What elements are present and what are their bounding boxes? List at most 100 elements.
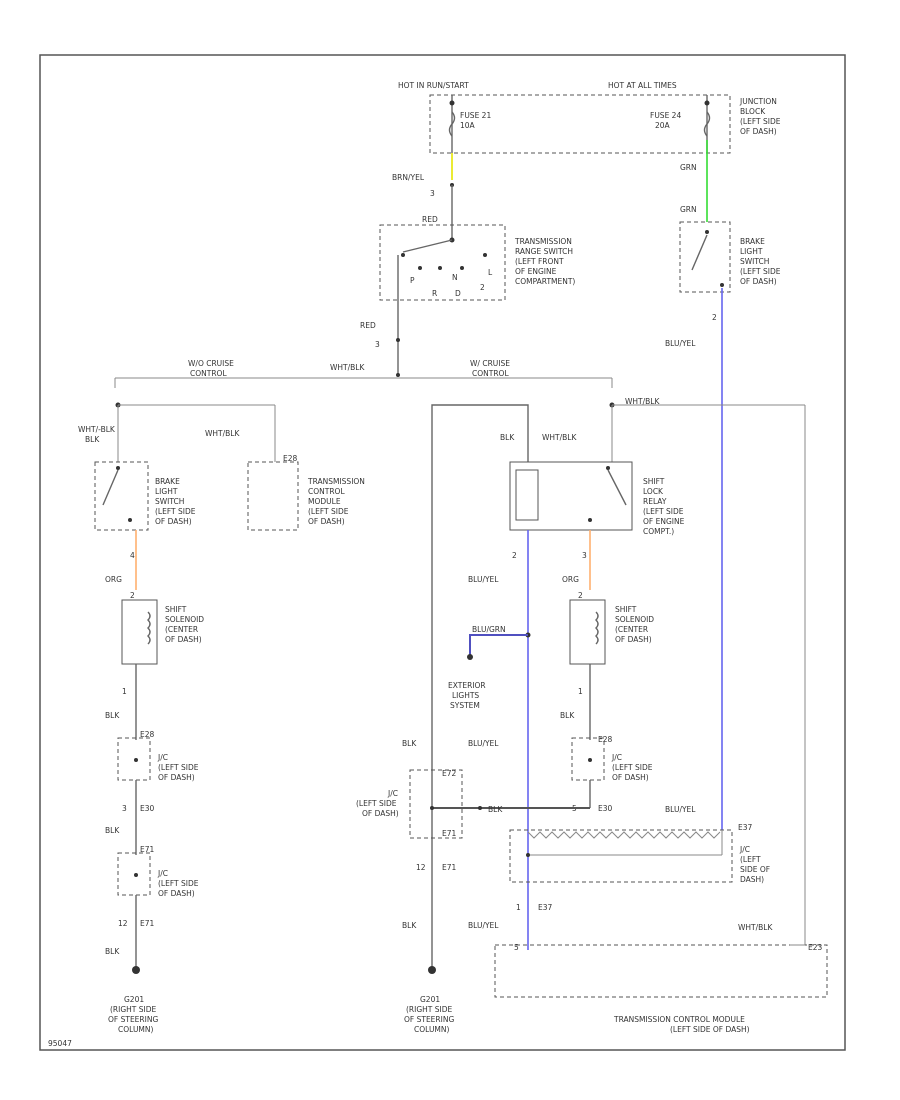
junction-block-label: JUNCTION BLOCK (LEFT SIDE OF DASH) [739, 97, 781, 136]
jc-bottom-blu-yel-lower: BLU/YEL [468, 921, 499, 930]
fuse-24-top-node [704, 100, 710, 106]
right-sol-pin-1: 1 [578, 687, 583, 696]
brake-light-switch-left-box [94, 461, 149, 531]
relay-pin-2: 2 [512, 551, 517, 560]
mid-blu-yel: BLU/YEL [468, 739, 499, 748]
shift-solenoid-left-pin-2: 2 [130, 591, 135, 600]
left-blk-3: BLK [105, 826, 120, 835]
fuse-21-label: FUSE 21 [460, 111, 491, 120]
trs-out-pin-3: 3 [375, 340, 380, 349]
svg-text:OF ENGINE: OF ENGINE [643, 517, 685, 526]
trs-pos-d: D [455, 289, 461, 298]
trs-contact-p [401, 253, 405, 257]
svg-text:(LEFT SIDE: (LEFT SIDE [740, 267, 781, 276]
relay-contact-top [606, 466, 610, 470]
svg-text:J/C: J/C [157, 869, 168, 878]
svg-text:SHIFT: SHIFT [643, 477, 665, 486]
fuse-21-amp: 10A [460, 121, 476, 130]
svg-text:LOCK: LOCK [643, 487, 664, 496]
jc-left-2-pin-e71: E71 [140, 845, 155, 854]
tcm-bottom-label: TRANSMISSION CONTROL MODULE (LEFT SIDE O… [613, 1015, 750, 1034]
right-org-label: ORG [562, 575, 579, 584]
bls-right-blu-yel: BLU/YEL [665, 339, 696, 348]
svg-text:CONTROL: CONTROL [308, 487, 345, 496]
jc-bottom-e37: E37 [538, 903, 553, 912]
tcm-bottom-pin-5: 5 [514, 943, 519, 952]
trs-red-out-label: RED [360, 321, 376, 330]
svg-text:RELAY: RELAY [643, 497, 667, 506]
svg-text:SOLENOID: SOLENOID [615, 615, 654, 624]
trs-pin-2: 2 [480, 283, 485, 292]
jc-left-2-label: J/C (LEFT SIDE OF DASH) [157, 869, 199, 898]
fuse-21-symbol [448, 111, 456, 137]
tcm-upper-box [247, 461, 299, 531]
svg-text:(LEFT SIDE OF DASH): (LEFT SIDE OF DASH) [670, 1025, 750, 1034]
svg-text:RANGE SWITCH: RANGE SWITCH [515, 247, 573, 256]
jc-bottom-label: J/C (LEFT SIDE OF DASH) [739, 845, 770, 884]
left-blk-4: BLK [105, 947, 120, 956]
tcm-upper-label: TRANSMISSION CONTROL MODULE (LEFT SIDE O… [307, 477, 365, 526]
svg-text:(LEFT SIDE: (LEFT SIDE [308, 507, 349, 516]
svg-text:(LEFT SIDE: (LEFT SIDE [612, 763, 653, 772]
trs-contact-n [418, 266, 422, 270]
jc-left-1-label: J/C (LEFT SIDE OF DASH) [157, 753, 199, 782]
jc-right-mid-pin-e28: E28 [598, 735, 613, 744]
svg-text:TRANSMISSION CONTROL MODULE: TRANSMISSION CONTROL MODULE [613, 1015, 745, 1024]
shift-lock-relay-coil [515, 469, 539, 521]
exterior-lights-node [467, 654, 473, 660]
jc-left-1-box [117, 737, 151, 781]
left-sol-pin-1: 1 [122, 687, 127, 696]
ground-left-label: G201 (RIGHT SIDE OF STEERING COLUMN) [108, 995, 158, 1034]
jc-right-mid-box [571, 737, 605, 781]
shift-solenoid-left-label: SHIFT SOLENOID (CENTER OF DASH) [165, 605, 204, 644]
mid-blk-link-node [478, 806, 482, 810]
svg-text:OF STEERING: OF STEERING [404, 1015, 454, 1024]
exterior-lights-label: EXTERIOR LIGHTS SYSTEM [448, 681, 486, 710]
shift-solenoid-right-coil [595, 611, 599, 645]
jc-mid-box [409, 769, 463, 839]
tcm-bottom-box [494, 944, 828, 998]
diagram-frame [39, 54, 846, 1051]
svg-text:OF DASH): OF DASH) [308, 517, 345, 526]
svg-text:OF DASH): OF DASH) [615, 635, 652, 644]
svg-text:(CENTER: (CENTER [615, 625, 648, 634]
grn-label-top: GRN [680, 163, 697, 172]
cruise-bus-tap [396, 373, 400, 377]
svg-text:(RIGHT SIDE: (RIGHT SIDE [406, 1005, 453, 1014]
relay-ground-loop [431, 404, 529, 968]
left-wht-blk-1: WHT/-BLK [78, 425, 116, 434]
jc-left-1-node [134, 758, 138, 762]
trs-contact-r [438, 266, 442, 270]
ground-mid-label: G201 (RIGHT SIDE OF STEERING COLUMN) [404, 995, 454, 1034]
svg-text:SWITCH: SWITCH [155, 497, 184, 506]
tcm-upper-pin-e28: E28 [283, 454, 298, 463]
svg-text:COMPARTMENT): COMPARTMENT) [515, 277, 575, 286]
svg-text:J/C: J/C [157, 753, 168, 762]
brn-yel-label: BRN/YEL [392, 173, 425, 182]
svg-text:OF DASH): OF DASH) [155, 517, 192, 526]
bls-right-bottom [720, 283, 724, 287]
svg-text:SHIFT: SHIFT [615, 605, 637, 614]
mid-e71: E71 [442, 829, 457, 838]
svg-text:BLOCK: BLOCK [740, 107, 766, 116]
w-cruise-label-2: CONTROL [472, 369, 509, 378]
bls-left-bottom [128, 518, 132, 522]
svg-text:MODULE: MODULE [308, 497, 341, 506]
svg-text:OF DASH): OF DASH) [362, 809, 399, 818]
svg-text:SIDE OF: SIDE OF [740, 865, 770, 874]
shift-solenoid-left-box [121, 599, 158, 665]
bls-right-top [705, 230, 709, 234]
svg-text:DASH): DASH) [740, 875, 764, 884]
left-org-label: ORG [105, 575, 122, 584]
jc-mid-label: J/C (LEFT SIDE OF DASH) [356, 789, 399, 818]
fuse-21-top-node [449, 100, 455, 106]
junction-block-box [429, 94, 731, 154]
brake-light-switch-left-label: BRAKE LIGHT SWITCH (LEFT SIDE OF DASH) [155, 477, 196, 526]
svg-text:J/C: J/C [739, 845, 750, 854]
grn-label-bottom: GRN [680, 205, 697, 214]
shift-solenoid-right-pin-2: 2 [578, 591, 583, 600]
wo-cruise-label-1: W/O CRUISE [188, 359, 234, 368]
svg-text:EXTERIOR: EXTERIOR [448, 681, 486, 690]
svg-text:LIGHTS: LIGHTS [452, 691, 479, 700]
